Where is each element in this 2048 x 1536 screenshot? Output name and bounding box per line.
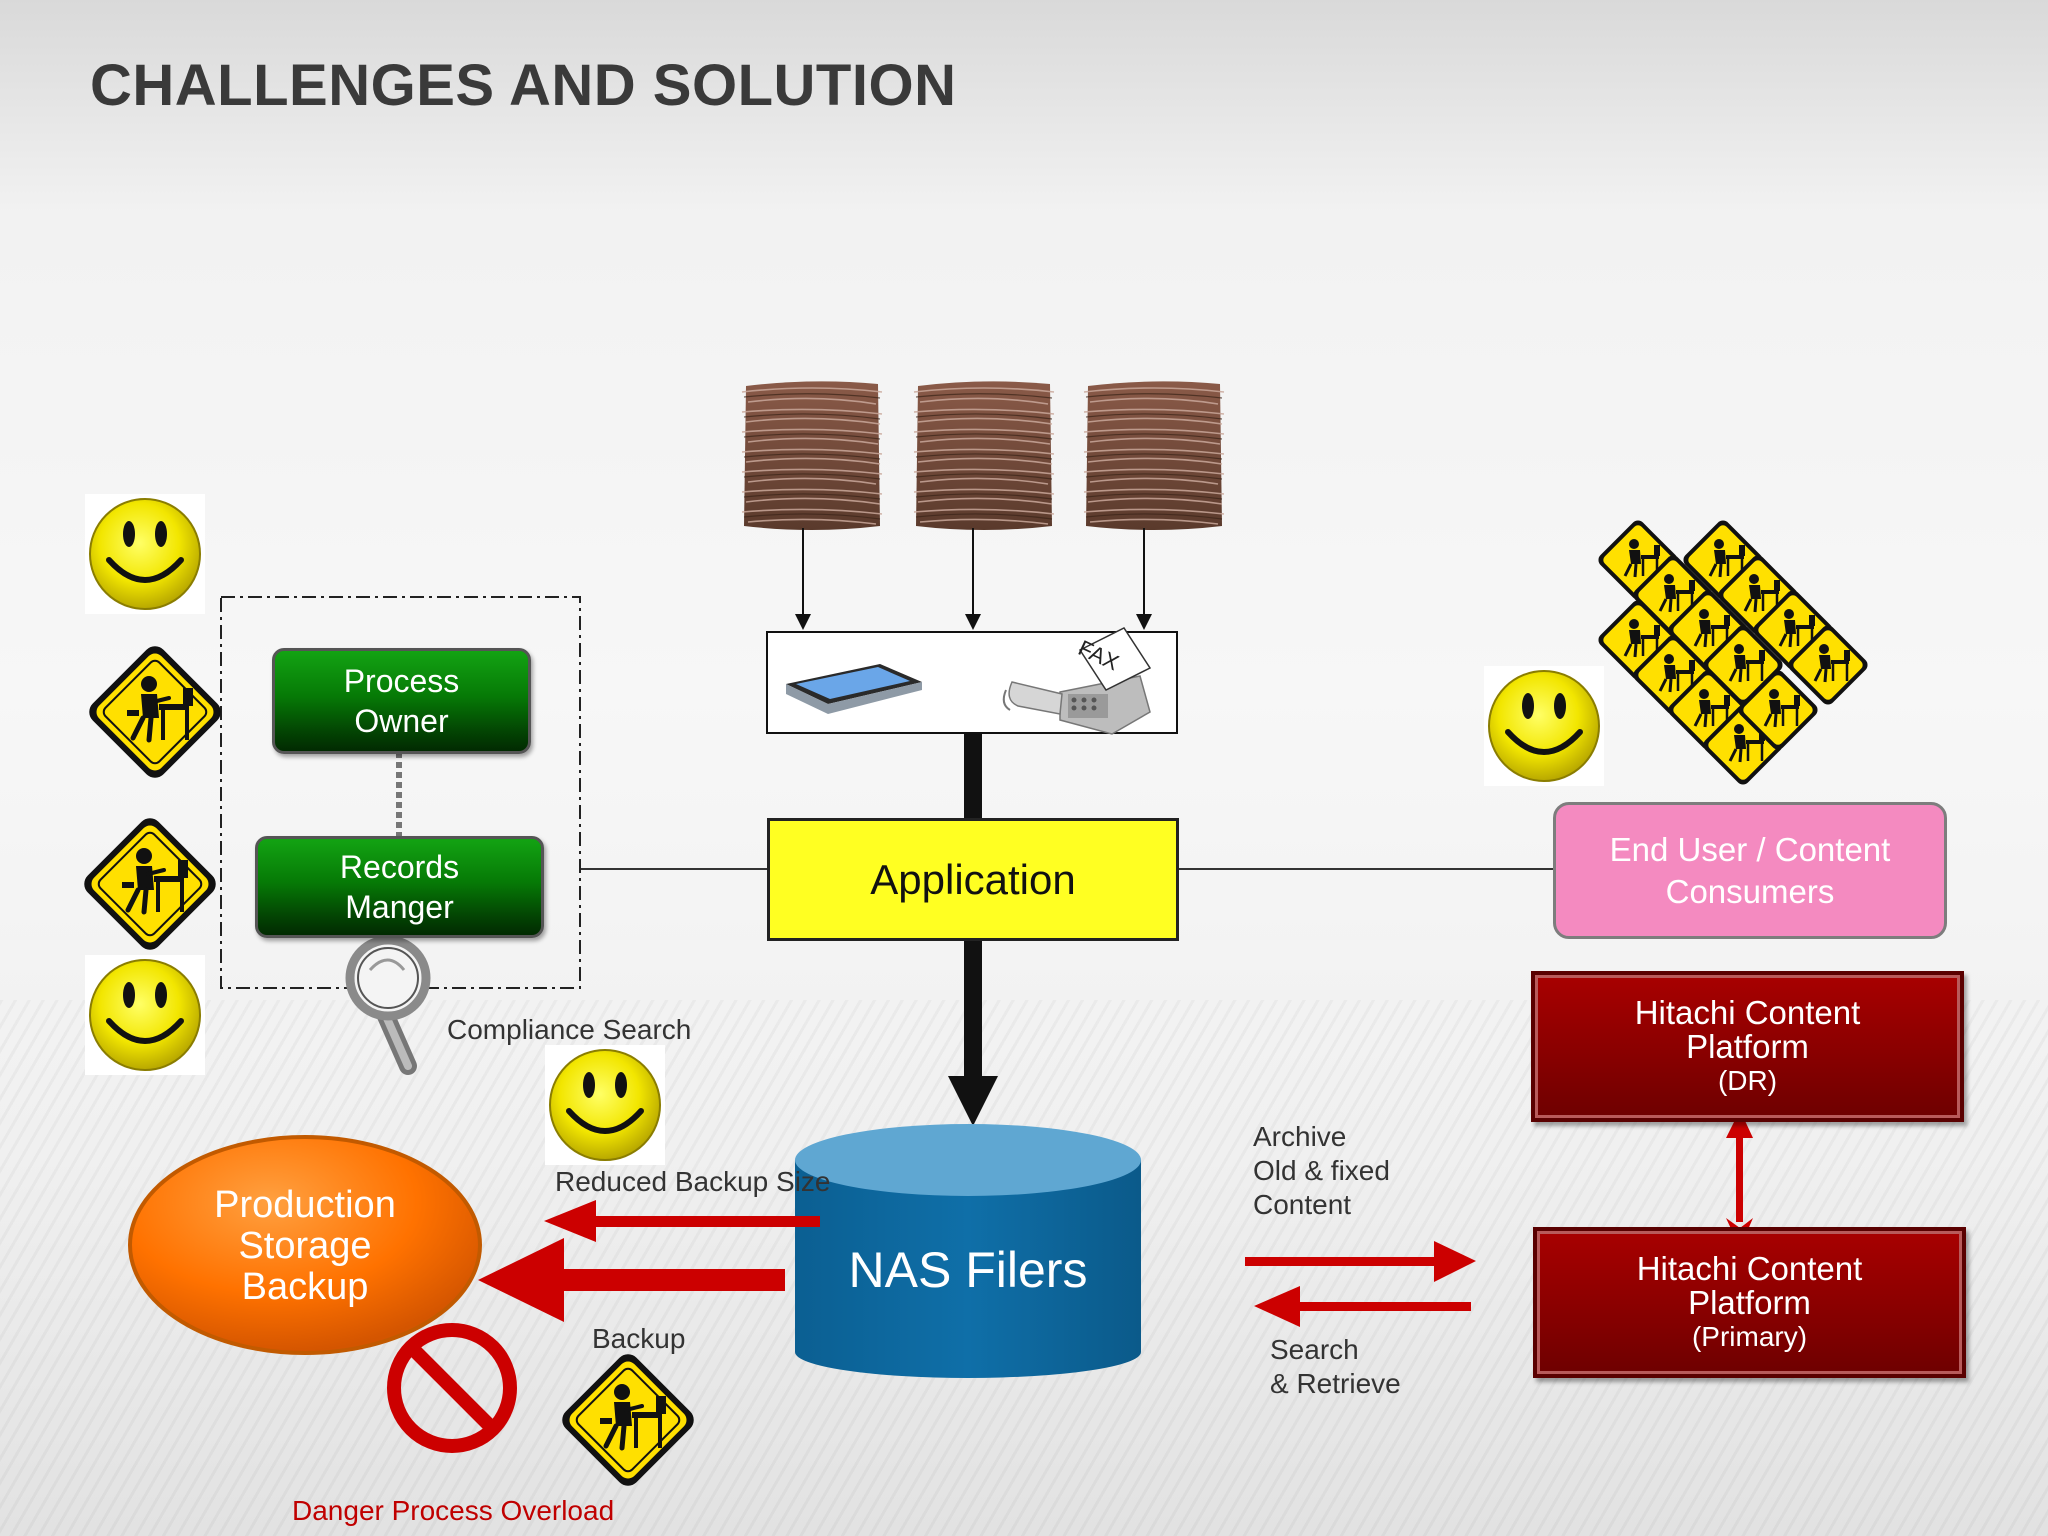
end-user-node: End User / Content Consumers — [1553, 802, 1947, 939]
backup-arrows — [478, 1200, 820, 1322]
production-storage-label: Production Storage Backup — [214, 1183, 396, 1308]
archive-retrieve-arrows — [1245, 1241, 1476, 1327]
arrow-head — [795, 614, 811, 630]
app-to-nas-connector — [964, 938, 982, 1078]
archive-label: Archive Old & fixed Content — [1253, 1121, 1390, 1220]
smiley-icon — [85, 494, 205, 614]
nas-filers-cylinder — [795, 1124, 1141, 1378]
search-retrieve-label: Search & Retrieve — [1270, 1334, 1401, 1399]
process-owner-node: Process Owner — [272, 648, 531, 754]
reduced-backup-label: Reduced Backup Size — [555, 1166, 831, 1197]
hcp-primary-node: Hitachi Content Platform (Primary) — [1533, 1227, 1966, 1378]
page-title: CHALLENGES AND SOLUTION — [90, 53, 957, 118]
input-arrows — [802, 528, 1145, 618]
capture-to-app-connector — [964, 734, 982, 820]
compliance-search-label: Compliance Search — [447, 1014, 692, 1045]
danger-label: Danger Process Overload — [292, 1495, 615, 1526]
hcp-dr-title: Hitachi Content Platform — [1634, 993, 1861, 1065]
hcp-primary-subtitle: (Primary) — [1691, 1320, 1808, 1352]
worker-warning-sign-icon — [79, 813, 220, 954]
worker-warning-sign-icon — [84, 641, 225, 782]
paper-stack-icon — [913, 380, 1055, 531]
paper-stack-icon — [1083, 380, 1225, 531]
backup-label: Backup — [592, 1323, 686, 1354]
arrow-head — [965, 614, 981, 630]
smiley-icon — [85, 955, 205, 1075]
worker-warning-sign-cluster — [1594, 516, 1872, 789]
application-node: Application — [767, 818, 1179, 941]
hcp-dr-subtitle: (DR) — [1717, 1064, 1778, 1096]
smiley-icon — [545, 1045, 665, 1165]
arrow-head — [1136, 614, 1152, 630]
records-manager-node: Records Manger — [255, 836, 544, 938]
magnifier-icon — [345, 935, 431, 1075]
paper-stack-icon — [741, 380, 883, 531]
scanner-icon — [786, 664, 922, 714]
no-entry-icon — [387, 1323, 517, 1453]
hcp-dr-node: Hitachi Content Platform (DR) — [1531, 971, 1964, 1122]
production-storage-oval — [128, 1135, 482, 1355]
smiley-icon — [1484, 666, 1604, 786]
app-to-nas-arrowhead — [948, 1076, 998, 1126]
fax-machine-icon — [1002, 627, 1152, 735]
worker-warning-sign-icon — [557, 1349, 698, 1490]
nas-filers-label: NAS Filers — [848, 1242, 1088, 1298]
hcp-primary-title: Hitachi Content Platform — [1636, 1249, 1863, 1321]
